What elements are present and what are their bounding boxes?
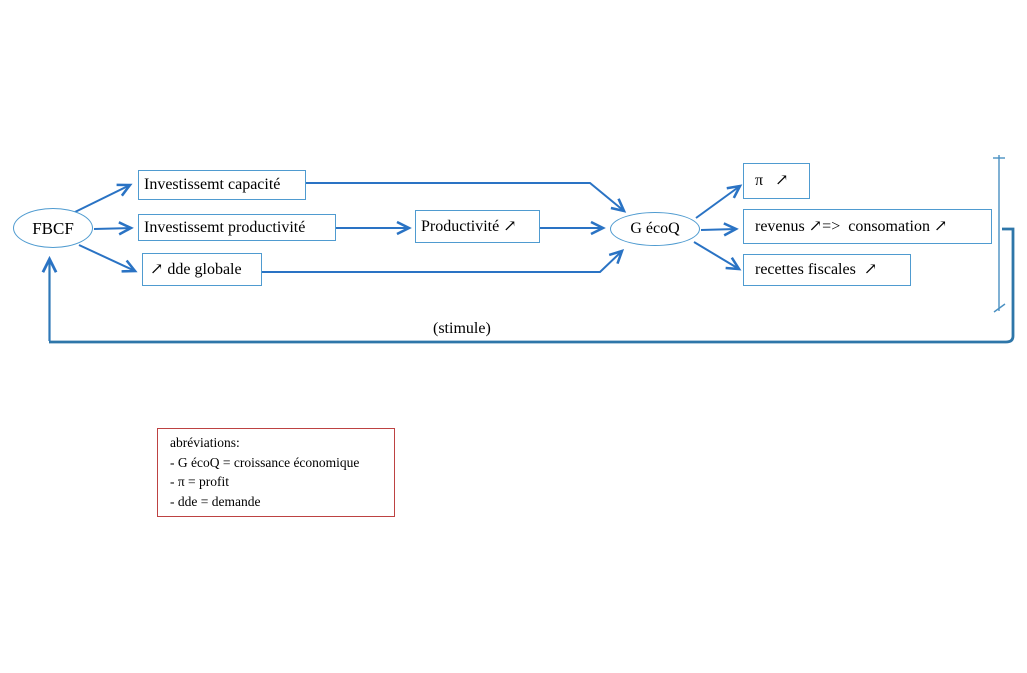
legend-title: abréviations: xyxy=(170,435,240,450)
node-productivite-label: Productivité ↗ xyxy=(421,217,517,235)
node-recettes-fiscales-label: recettes fiscales ↗ xyxy=(755,261,878,278)
edge-g-ecoq-to-revenus xyxy=(700,222,739,237)
node-revenus-consommation-label: revenus ↗=> consomation ↗ xyxy=(755,217,948,235)
node-croissance-economique: G écoQ xyxy=(610,212,700,246)
node-profit: π ↗ xyxy=(743,163,810,199)
node-fbcf: FBCF xyxy=(13,208,93,248)
legend-item: - π = profit xyxy=(170,474,230,489)
node-investissement-capacite: Investissemt capacité xyxy=(138,170,306,200)
legend-item: - G écoQ = croissance économique xyxy=(170,454,360,470)
node-revenus-consommation: revenus ↗=> consomation ↗ xyxy=(743,209,992,244)
edge-inv-capacite-to-g-ecoq xyxy=(306,182,627,213)
node-fbcf-label: FBCF xyxy=(32,218,74,238)
node-demande-globale: ↗ dde globale xyxy=(142,253,262,286)
feedback-loop-label: (stimule) xyxy=(433,320,491,337)
feedback-loop-line xyxy=(49,227,1015,344)
node-demande-globale-label: ↗ dde globale xyxy=(150,260,242,278)
edge-fbcf-to-inv-capacite xyxy=(74,183,133,213)
legend-item: - dde = demande xyxy=(170,493,261,509)
legend-box: abréviations: - G écoQ = croissance écon… xyxy=(157,428,395,517)
edge-g-ecoq-to-profit xyxy=(695,184,743,219)
node-productivite: Productivité ↗ xyxy=(415,210,540,243)
node-profit-label: π ↗ xyxy=(755,172,789,189)
node-croissance-economique-label: G écoQ xyxy=(630,220,680,237)
right-bracket-bottom-tick xyxy=(993,303,1006,313)
edge-dde-globale-to-g-ecoq xyxy=(262,249,625,273)
node-recettes-fiscales: recettes fiscales ↗ xyxy=(743,254,911,286)
node-investissement-productivite-label: Investissemt productivité xyxy=(144,218,306,236)
node-investissement-productivite: Investissemt productivité xyxy=(138,214,336,241)
edge-g-ecoq-to-recettes xyxy=(693,241,742,271)
edge-fbcf-to-dde-globale xyxy=(78,244,138,273)
node-investissement-capacite-label: Investissemt capacité xyxy=(144,176,281,193)
edge-fbcf-to-inv-productivite xyxy=(93,221,134,236)
